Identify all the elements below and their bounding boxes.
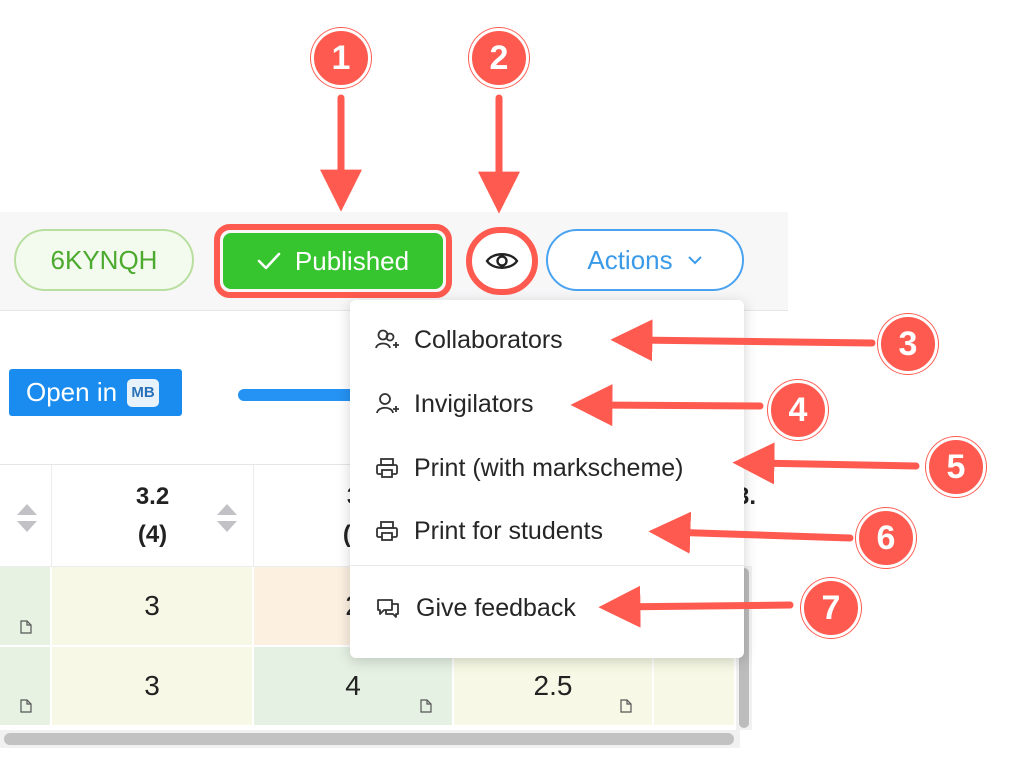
vertical-scrollbar-thumb[interactable] [739, 568, 749, 728]
table-cell[interactable] [654, 647, 736, 727]
progress-bar [238, 389, 358, 401]
open-in-label: Open in [26, 377, 118, 407]
annotation-badge-6: 6 [856, 508, 916, 568]
invigilator-icon [376, 393, 399, 414]
table-cell[interactable] [0, 567, 52, 647]
menu-item-label: Collaborators [414, 325, 563, 354]
feedback-chat-icon [377, 599, 399, 618]
menu-item-label: Print (with markscheme) [414, 453, 684, 482]
menu-divider [350, 565, 744, 566]
arrow-6 [648, 511, 854, 554]
table-cell[interactable]: 3 [52, 567, 254, 647]
printer-icon [376, 458, 398, 478]
table-cell[interactable]: 3 [52, 647, 254, 727]
arrow-4 [570, 384, 764, 427]
chevron-down-icon [687, 256, 702, 265]
sort-icon[interactable] [16, 501, 38, 535]
assessment-code-badge[interactable]: 6KYNQH [14, 229, 194, 291]
annotation-badge-5: 5 [926, 437, 986, 497]
collaborators-icon [375, 329, 399, 349]
column-marks: (4) [137, 520, 168, 548]
mb-logo-icon: MB [127, 378, 160, 407]
checkmark-icon [257, 252, 281, 270]
menu-item-give-feedback[interactable]: Give feedback [350, 578, 744, 638]
annotation-badge-3: 3 [878, 314, 938, 374]
published-label: Published [294, 245, 410, 276]
horizontal-scrollbar-thumb[interactable] [4, 733, 734, 745]
actions-dropdown-button[interactable]: Actions [546, 229, 744, 291]
annotation-badge-1: 1 [311, 28, 371, 88]
sort-icon[interactable] [216, 501, 238, 535]
column-header-3-2[interactable]: 3.2 (4) [52, 465, 254, 567]
column-number: 3.2 [135, 482, 170, 510]
column-header-partial [0, 465, 52, 567]
preview-button[interactable] [466, 227, 538, 295]
arrow-5 [732, 442, 920, 485]
menu-item-invigilators[interactable]: Invigilators [350, 374, 744, 434]
open-in-button[interactable]: Open in MB [9, 369, 182, 416]
annotation-badge-2: 2 [469, 28, 529, 88]
document-icon[interactable] [20, 699, 32, 713]
annotation-badge-7: 7 [801, 578, 861, 638]
menu-item-label: Print for students [414, 516, 603, 545]
arrow-7 [598, 585, 794, 628]
table-cell[interactable]: 2.5 [454, 647, 654, 727]
menu-item-label: Invigilators [414, 389, 534, 418]
document-icon[interactable] [420, 699, 432, 713]
published-button[interactable]: Published [223, 233, 443, 289]
actions-label: Actions [587, 244, 673, 275]
menu-item-collaborators[interactable]: Collaborators [350, 310, 744, 370]
arrow-3 [610, 319, 876, 362]
published-highlight [214, 224, 452, 298]
table-cell[interactable]: 4 [254, 647, 454, 727]
table-cell[interactable] [0, 647, 52, 727]
menu-item-print-students[interactable]: Print for students [350, 501, 744, 561]
menu-item-label: Give feedback [416, 593, 576, 622]
document-icon[interactable] [20, 620, 32, 634]
printer-icon [376, 521, 398, 541]
menu-item-print-markscheme[interactable]: Print (with markscheme) [350, 438, 744, 498]
annotation-badge-4: 4 [768, 380, 828, 440]
document-icon[interactable] [620, 699, 632, 713]
eye-icon [485, 253, 519, 269]
actions-dropdown-menu: Collaborators Invigilators Print (with m… [350, 300, 744, 658]
